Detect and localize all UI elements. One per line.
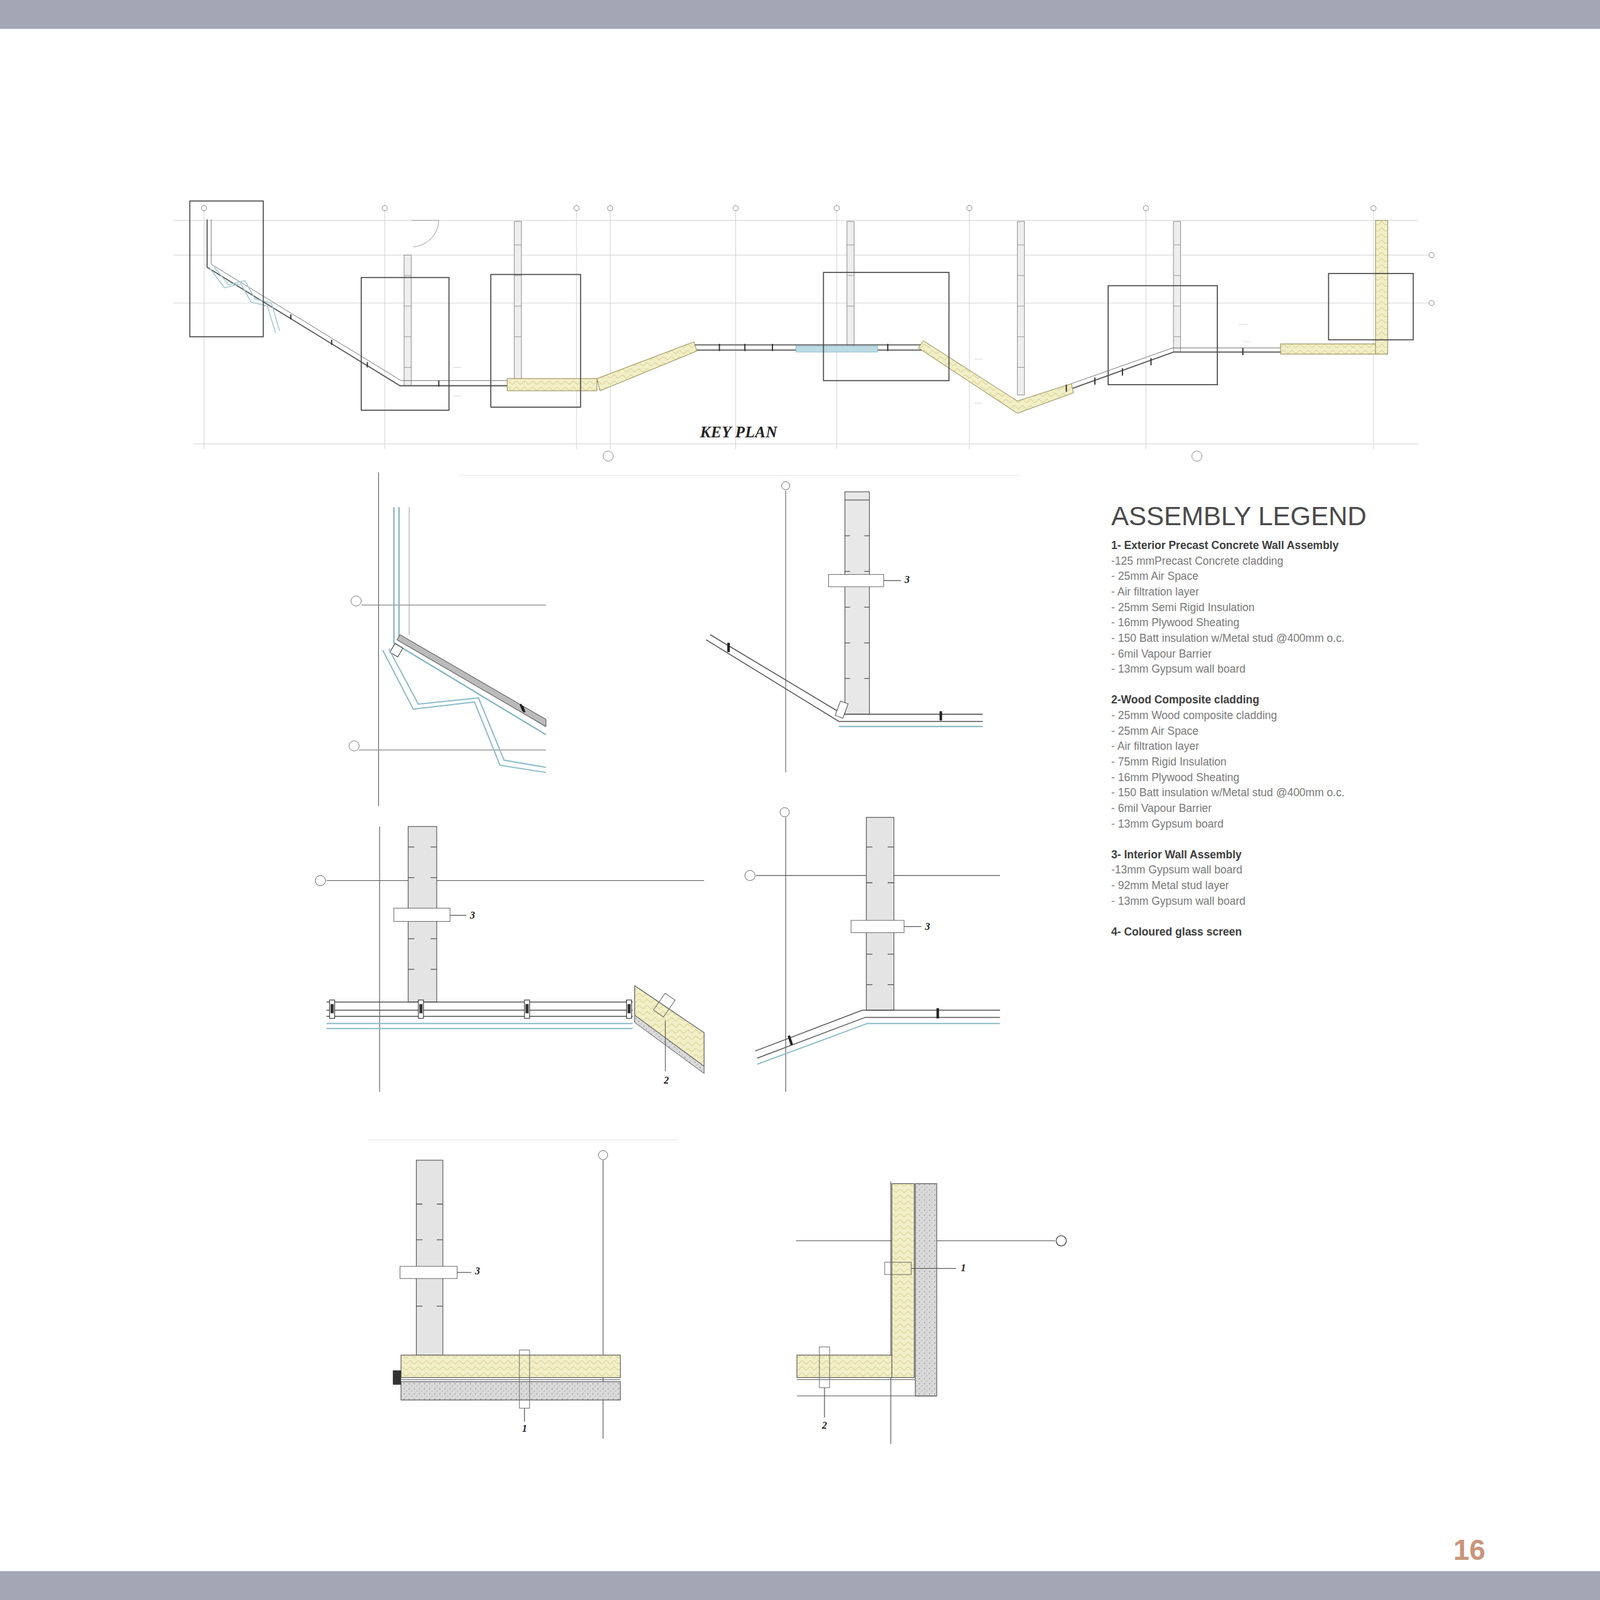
legend-item: -13mm Gypsum wall board [1111, 864, 1243, 877]
sheet-label: KEY PLAN [700, 423, 778, 440]
callout-number: 3 [923, 921, 932, 932]
legend-item: - 92mm Metal stud layer [1111, 879, 1230, 892]
page-number: 16 [1453, 1535, 1486, 1565]
legend-item: - 6mil Vapour Barrier [1111, 802, 1212, 815]
legend-item: - 25mm Semi Rigid Insulation [1111, 601, 1255, 614]
legend-item: - 150 Batt insulation w/Metal stud @400m… [1111, 787, 1345, 800]
footer-bar [0, 1571, 1600, 1600]
legend-item: - 25mm Air Space [1111, 570, 1199, 583]
legend-item: - Air filtration layer [1111, 741, 1200, 753]
legend-item: - 13mm Gypsum board [1111, 818, 1224, 831]
legend-item: - 13mm Gypsum wall board [1111, 663, 1246, 676]
callout-number: 2 [662, 1075, 671, 1086]
legend-heading: 2-Wood Composite cladding [1111, 694, 1260, 707]
legend-item: -125 mmPrecast Concrete cladding [1111, 555, 1284, 568]
callout-number: 1 [520, 1423, 529, 1434]
callout-number: 3 [473, 1266, 482, 1277]
legend-item: - 6mil Vapour Barrier [1111, 648, 1212, 661]
legend-item: - 25mm Air Space [1111, 725, 1199, 738]
legend-item: - Air filtration layer [1111, 586, 1200, 598]
header-bar [0, 0, 1600, 29]
callout-number: 3 [468, 910, 477, 921]
legend-heading: 4- Coloured glass screen [1111, 926, 1242, 939]
legend-item: - 16mm Plywood Sheating [1111, 771, 1240, 784]
legend-item: - 150 Batt insulation w/Metal stud @400m… [1111, 632, 1345, 645]
legend-heading: 3- Interior Wall Assembly [1111, 848, 1242, 861]
legend-item: - 16mm Plywood Sheating [1111, 617, 1240, 630]
callout-number: 2 [820, 1420, 829, 1431]
callout-number: 3 [903, 574, 912, 585]
callout-number: 1 [959, 1263, 967, 1274]
legend-title: ASSEMBLY LEGEND [1111, 503, 1367, 530]
legend-item: - 25mm Wood composite cladding [1111, 709, 1277, 722]
legend-heading: 1- Exterior Precast Concrete Wall Assemb… [1111, 539, 1339, 552]
legend-item: - 13mm Gypsum wall board [1111, 895, 1246, 908]
legend-item: - 75mm Rigid Insulation [1111, 756, 1227, 768]
